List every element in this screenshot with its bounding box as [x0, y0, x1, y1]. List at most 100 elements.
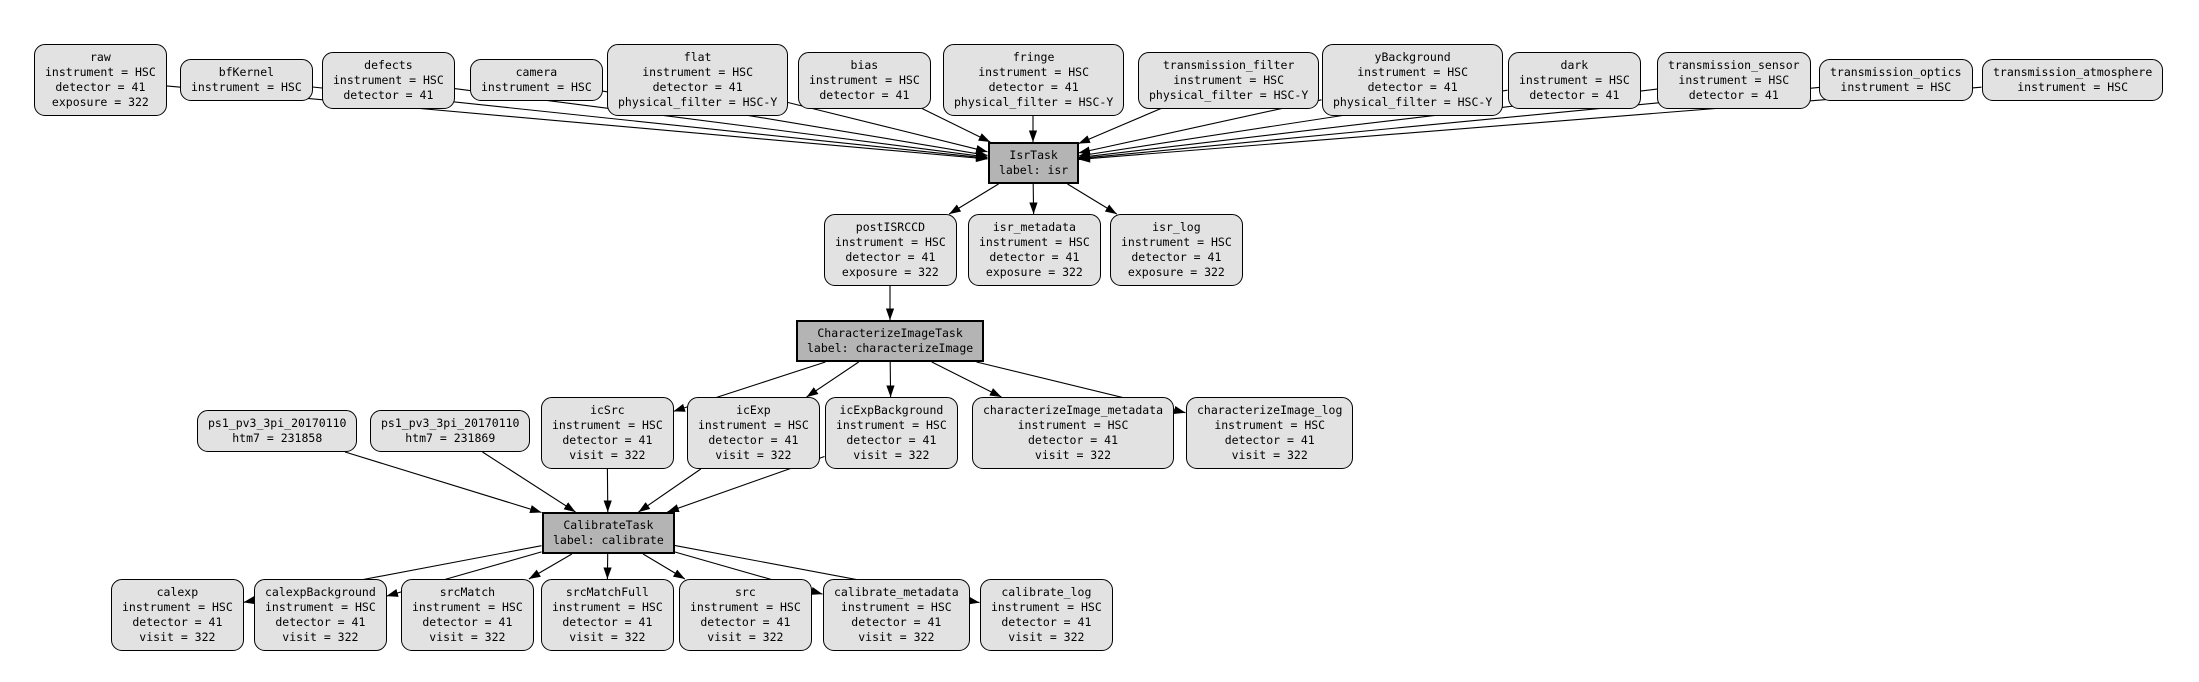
node-attr: detector = 41	[1001, 615, 1092, 629]
node-attr: exposure = 322	[841, 265, 939, 279]
node-attr: visit = 322	[858, 630, 935, 644]
node-attr: instrument = HSC	[979, 235, 1090, 249]
node-title: calexp	[156, 585, 199, 599]
node-title: icExpBackground	[839, 403, 944, 417]
node-title: characterizeImage_metadata	[983, 403, 1164, 417]
node-attr: instrument = HSC	[642, 65, 754, 79]
node-attr: detector = 41	[819, 88, 910, 102]
node-attr: visit = 322	[1231, 448, 1308, 462]
node-attr: detector = 41	[846, 433, 937, 447]
node-attr: visit = 322	[569, 448, 646, 462]
node-title: bias	[850, 58, 879, 72]
node-title: calibrate_log	[1001, 585, 1092, 599]
node-title: postISRCCD	[855, 220, 926, 234]
node-attr: detector = 41	[1224, 433, 1315, 447]
node-title: transmission_atmosphere	[1993, 65, 2153, 79]
node-attr: detector = 41	[988, 80, 1079, 94]
node-attr: visit = 322	[282, 630, 359, 644]
node-attr: detector = 41	[845, 250, 936, 264]
node-attr: detector = 41	[1131, 250, 1222, 264]
node-attr: instrument = HSC	[835, 235, 946, 249]
edge-ps1_a-to-calibrate_task	[344, 451, 542, 514]
node-attr: detector = 41	[343, 88, 434, 102]
node-title: yBackground	[1374, 50, 1451, 64]
node-attr: instrument = HSC	[1519, 73, 1630, 87]
node-attr: instrument = HSC	[2017, 80, 2129, 94]
node-attr: visit = 322	[853, 448, 930, 462]
node-title: icSrc	[590, 403, 625, 417]
node-attr: detector = 41	[562, 433, 653, 447]
node-attr: instrument = HSC	[698, 418, 809, 432]
node-attr: htm7 = 231858	[232, 431, 323, 445]
node-title: dark	[1560, 58, 1589, 72]
node-attr: label: isr	[999, 163, 1069, 177]
node-attr: detector = 41	[1367, 80, 1458, 94]
node-title: transmission_optics	[1830, 65, 1962, 79]
node-title: srcMatchFull	[565, 585, 649, 599]
node-attr: htm7 = 231869	[405, 431, 496, 445]
node-attr: visit = 322	[1034, 448, 1112, 462]
node-attr: instrument = HSC	[690, 600, 801, 614]
node-attr: physical_filter = HSC-Y	[618, 95, 778, 109]
node-title: transmission_sensor	[1668, 58, 1800, 72]
node-attr: instrument = HSC	[978, 65, 1090, 79]
node-title: bfKernel	[218, 65, 275, 79]
node-attr: visit = 322	[1008, 630, 1085, 644]
node-title: srcMatch	[439, 585, 496, 599]
node-attr: instrument = HSC	[1678, 73, 1790, 87]
node-title: calibrate_metadata	[834, 585, 959, 599]
node-title: defects	[364, 58, 413, 72]
edge-flat-to-isr_task	[787, 101, 988, 154]
edge-characterizeImage_task-to-characterizeImage_metadata	[931, 361, 1002, 398]
node-attr: instrument = HSC	[412, 600, 523, 614]
edge-characterizeImage_task-to-icExp	[806, 361, 860, 398]
node-attr: visit = 322	[139, 630, 216, 644]
node-attr: detector = 41	[1028, 433, 1119, 447]
node-attr: instrument = HSC	[481, 80, 592, 94]
node-attr: detector = 41	[422, 615, 513, 629]
node-attr: instrument = HSC	[1840, 80, 1952, 94]
node-attr: instrument = HSC	[265, 600, 376, 614]
node-attr: physical_filter = HSC-Y	[1149, 88, 1309, 102]
node-title: fringe	[1012, 50, 1055, 64]
node-attr: label: calibrate	[553, 533, 664, 547]
node-attr: detector = 41	[132, 615, 223, 629]
node-attr: instrument = HSC	[1121, 235, 1232, 249]
node-attr: instrument = HSC	[191, 80, 302, 94]
edge-ps1_b-to-calibrate_task	[482, 451, 576, 513]
edge-calibrate_task-to-src	[642, 553, 686, 580]
node-title: camera	[515, 65, 558, 79]
edge-bias-to-isr_task	[921, 108, 991, 143]
node-title: characterizeImage_log	[1197, 403, 1343, 417]
node-attr: exposure = 322	[985, 265, 1083, 279]
node-attr: physical_filter = HSC-Y	[954, 95, 1114, 109]
node-attr: detector = 41	[1529, 88, 1620, 102]
node-attr: detector = 41	[562, 615, 653, 629]
node-attr: instrument = HSC	[333, 73, 444, 87]
node-attr: visit = 322	[715, 448, 792, 462]
node-title: ps1_pv3_3pi_20170110	[381, 416, 520, 430]
